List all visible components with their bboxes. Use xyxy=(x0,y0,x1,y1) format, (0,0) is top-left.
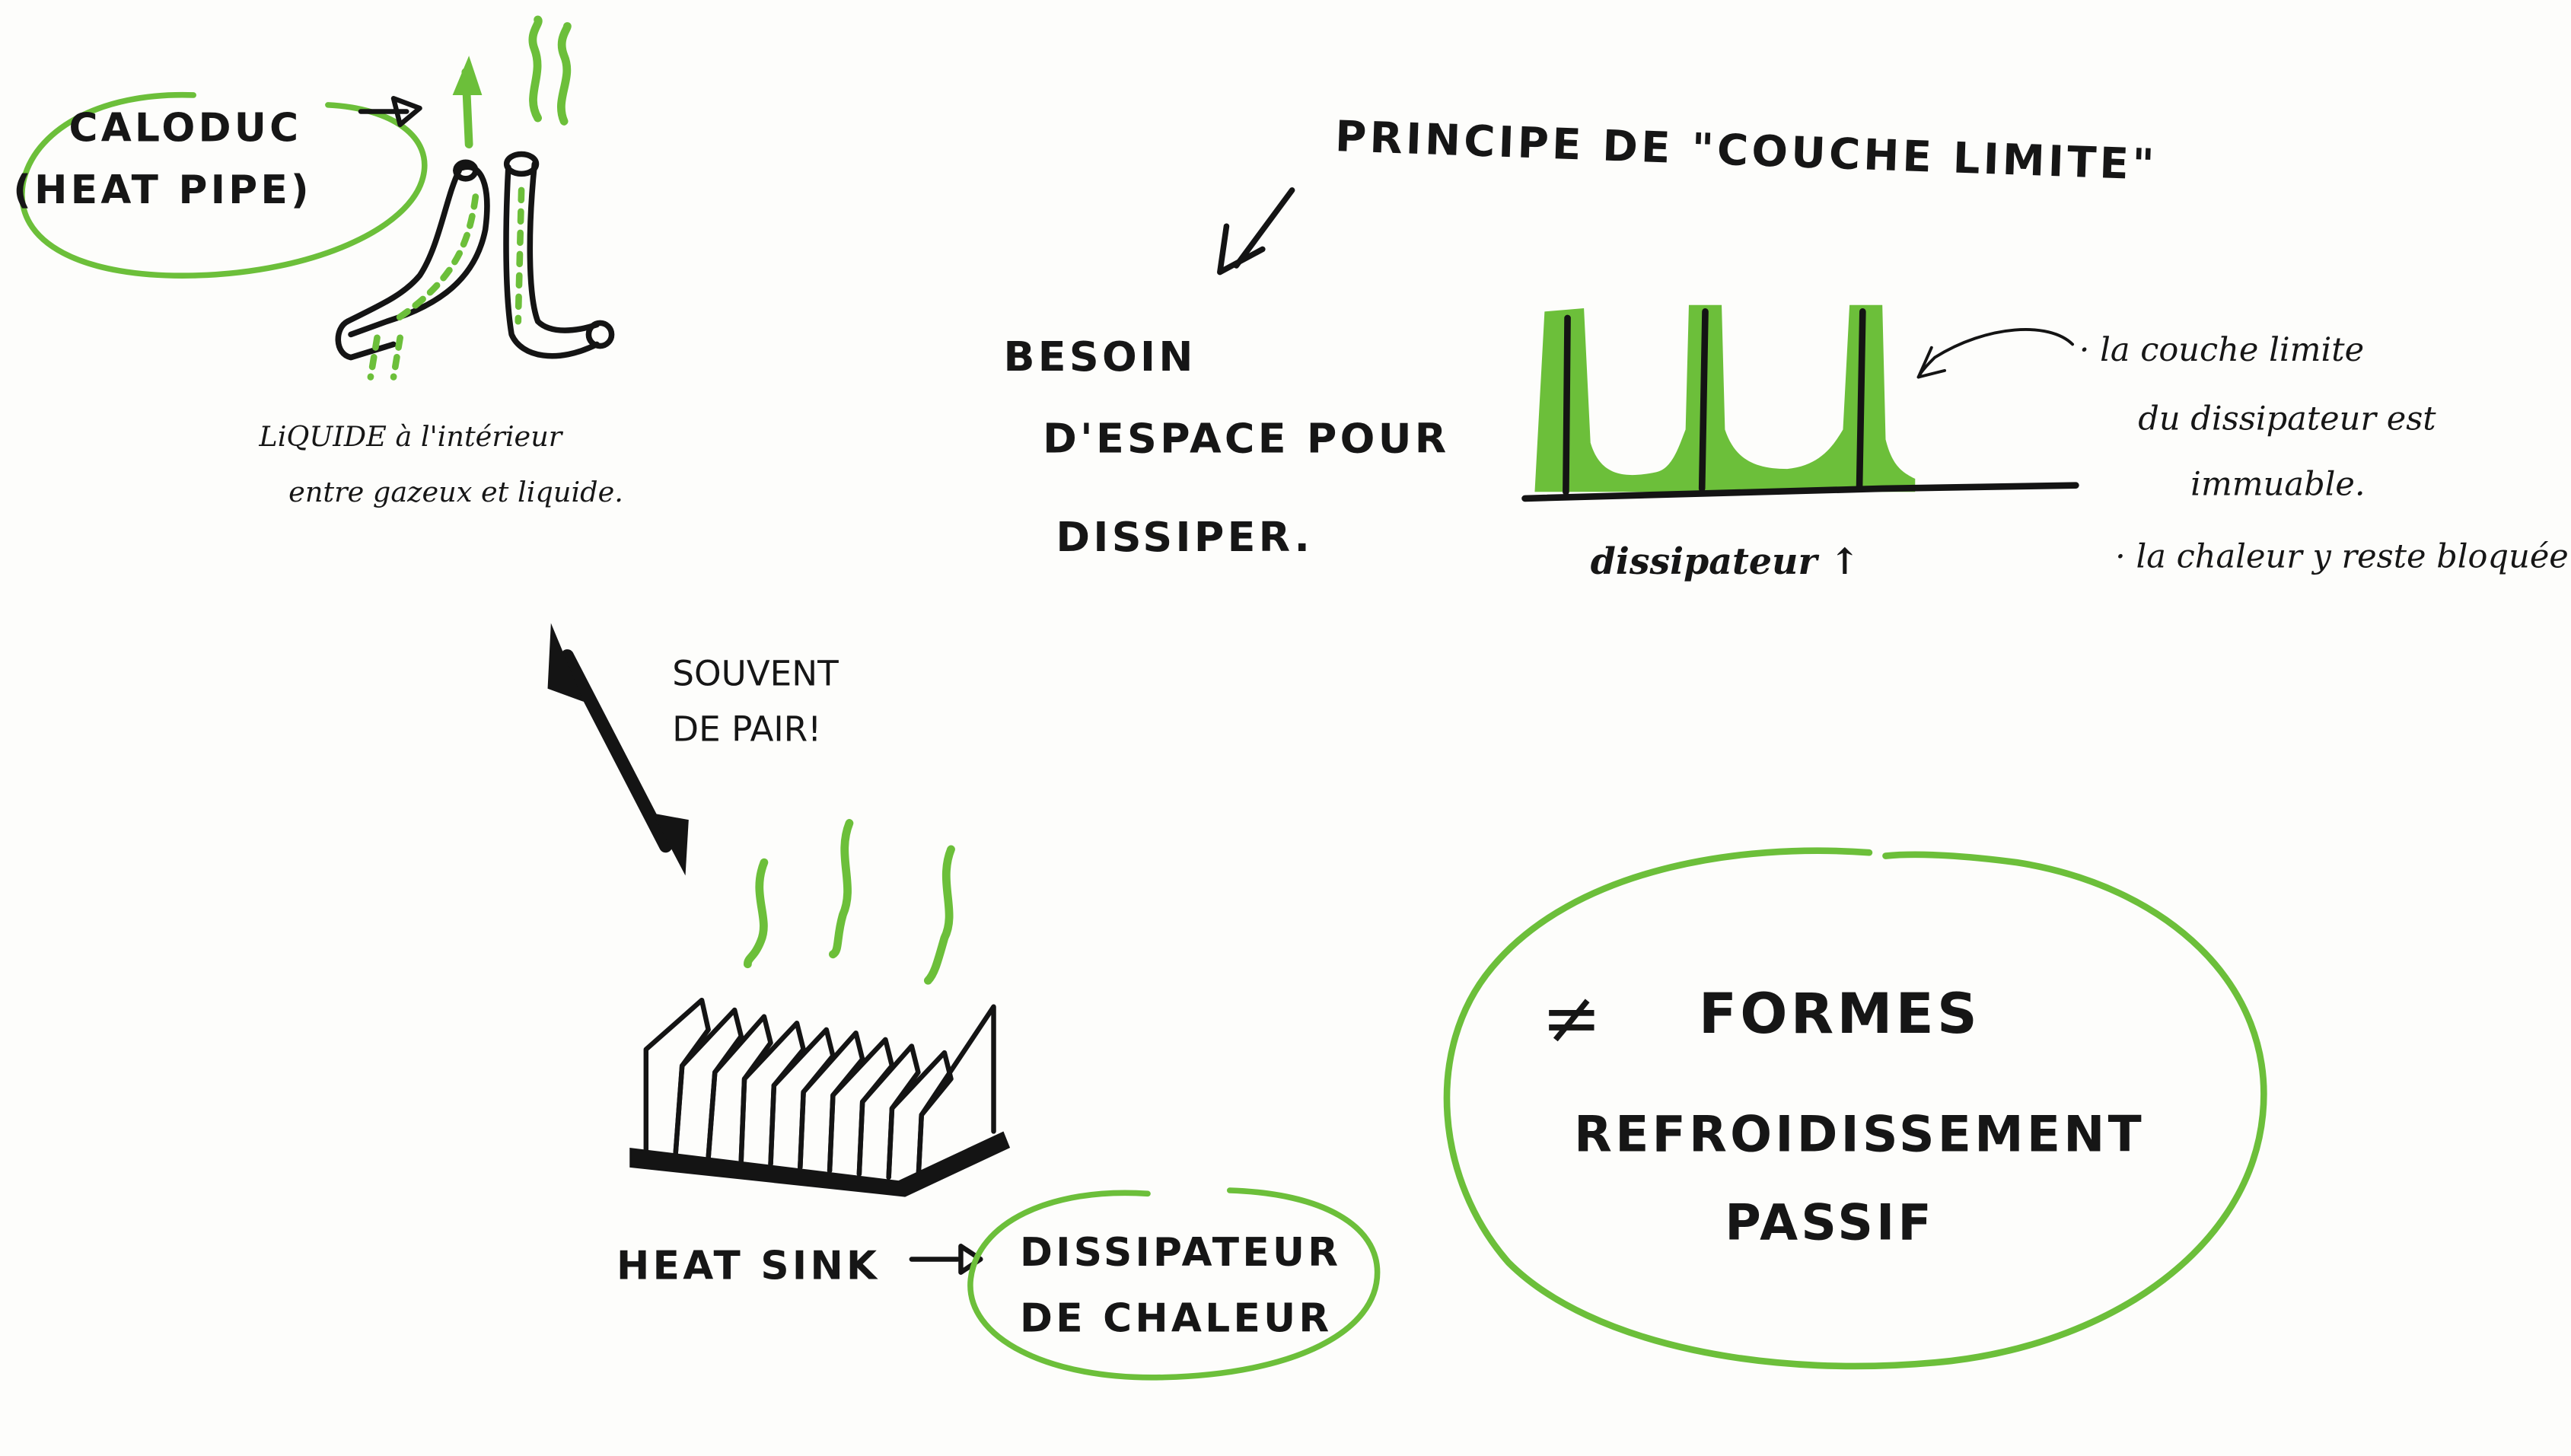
steam-wave-icon xyxy=(743,858,769,969)
summary-line1: FORMES xyxy=(1699,982,1980,1047)
boundary-note2-line1: · la chaleur y reste bloquée. xyxy=(2115,537,2571,575)
heat-pipe-title: CALODUC xyxy=(68,105,301,151)
not-equal-symbol: ≠ xyxy=(1541,977,1601,1060)
heat-pipe-right-icon xyxy=(503,151,615,359)
base-line xyxy=(1521,482,2079,502)
arrow-right-icon xyxy=(358,96,422,127)
heat-pipe-note-line2: entre gazeux et liquide. xyxy=(288,476,623,508)
heat-pipe-subtitle: (HEAT PIPE) xyxy=(13,167,312,213)
heat-sink-translation-line1: DISSIPATEUR xyxy=(1020,1230,1341,1276)
translation-highlight-circle xyxy=(967,1187,1381,1381)
steam-wave-icon xyxy=(557,22,572,126)
title-highlight-circle xyxy=(19,91,428,279)
summary-line3: PASSIF xyxy=(1725,1195,1935,1252)
boundary-note1-line2: du dissipateur est xyxy=(2138,400,2436,438)
heat-sink-label: HEAT SINK xyxy=(616,1243,880,1289)
need-space-line2: D'ESPACE POUR xyxy=(1043,415,1449,463)
graph-label: dissipateur ↑ xyxy=(1591,541,1860,583)
arrow-up-icon xyxy=(452,56,483,148)
summary-section: ≠ FORMES REFROIDISSEMENT PASSIF xyxy=(1443,847,2267,1370)
boundary-layer-title: PRINCIPE DE "COUCHE LIMITE" xyxy=(1334,112,2158,190)
summary-highlight-circle xyxy=(1443,847,2267,1370)
heat-pipe-section: CALODUC (HEAT PIPE) xyxy=(13,15,623,508)
heat-pipe-note-line1: LiQUIDE à l'intérieur xyxy=(258,420,563,453)
steam-wave-icon xyxy=(528,15,543,123)
boundary-layer-graph xyxy=(1521,304,2079,502)
curved-arrow-icon xyxy=(1916,328,2075,379)
link-note-line1: SOUVENT xyxy=(672,653,839,693)
fin-line xyxy=(1856,308,1866,492)
heat-sink-icon xyxy=(629,997,1011,1197)
link-section: SOUVENT DE PAIR! xyxy=(547,623,839,876)
boundary-layer-fill xyxy=(1534,304,1916,492)
need-space-line1: BESOIN xyxy=(1003,333,1196,381)
heat-pipe-left-icon xyxy=(335,159,490,381)
heat-sink-section: HEAT SINK DISSIPATEUR DE CHALEUR xyxy=(616,819,1381,1381)
boundary-note1-line1: · la couche limite xyxy=(2079,331,2364,369)
fin-line xyxy=(1698,308,1709,492)
steam-wave-icon xyxy=(923,845,955,985)
boundary-note1-line3: immuable. xyxy=(2190,466,2365,504)
fin-line xyxy=(1563,314,1571,495)
heat-sink-translation-line2: DE CHALEUR xyxy=(1020,1295,1333,1341)
need-space-line3: DISSIPER. xyxy=(1056,513,1313,561)
arrow-down-left-icon xyxy=(1217,187,1295,276)
double-arrow-icon xyxy=(547,623,689,876)
summary-line2: REFROIDISSEMENT xyxy=(1574,1106,2145,1163)
boundary-layer-section: PRINCIPE DE "COUCHE LIMITE" BESOIN D'ESP… xyxy=(1003,112,2571,583)
steam-wave-icon xyxy=(829,819,854,959)
link-note-line2: DE PAIR! xyxy=(672,709,821,750)
